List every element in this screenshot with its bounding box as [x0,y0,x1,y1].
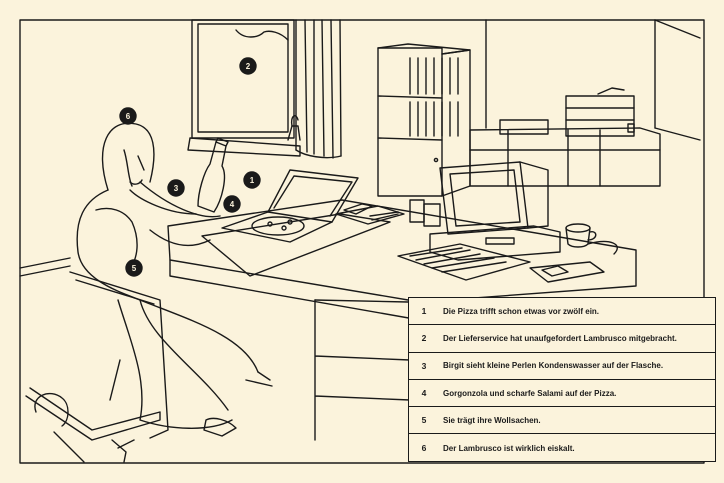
legend-table: 1 Die Pizza trifft schon etwas vor zwölf … [408,297,716,462]
legend-number: 6 [421,443,427,454]
legend-row: 4 Gorgonzola und scharfe Salami auf der P… [409,380,715,408]
legend-text: Der Lambrusco ist wirklich eiskalt. [443,443,575,453]
legend-text: Gorgonzola und scharfe Salami auf der Pi… [443,388,617,398]
legend-row: 1 Die Pizza trifft schon etwas vor zwölf … [409,298,715,326]
legend-number: 4 [421,388,427,399]
legend-number: 1 [421,306,427,317]
person [76,122,273,437]
legend-row: 3 Birgit sieht kleine Perlen Kondenswasse… [409,353,715,380]
legend-row: 6 Der Lambrusco ist wirklich eiskalt. [409,434,715,461]
legend-row: 2 Der Lieferservice hat unaufgefordert La… [409,325,715,353]
coffee-cup [565,223,618,255]
marker-badge-label: 4 [230,200,235,209]
wine-bottle [197,137,229,213]
marker-badge-label: 3 [174,184,179,193]
legend-number: 3 [421,360,427,371]
legend-text: Birgit sieht kleine Perlen Kondenswasser… [443,361,664,371]
marker-badge-4: 4 [223,195,241,213]
legend-row: 5 Sie trägt ihre Wollsachen. [409,407,715,435]
legend-number: 5 [421,415,427,426]
room [19,19,701,277]
marker-badge-label: 2 [246,62,251,71]
marker-badge-label: 1 [250,176,255,185]
marker-badges: 1 2 3 4 5 6 [119,57,261,277]
floor-objects [34,393,135,463]
marker-badge-label: 6 [126,112,131,121]
marker-badge-3: 3 [167,179,185,197]
legend-number: 2 [421,333,427,344]
window [187,19,342,159]
legend-text: Die Pizza trifft schon etwas vor zwölf e… [443,306,600,316]
legend-text: Der Lieferservice hat unaufgefordert Lam… [443,333,677,343]
bookshelf [377,43,471,197]
chair [25,271,169,463]
marker-badge-label: 5 [132,264,137,273]
computer [397,161,561,281]
mouse [529,261,605,283]
marker-badge-5: 5 [125,259,143,277]
pizza-box [221,169,359,243]
telephone [335,203,405,225]
marker-badge-2: 2 [239,57,257,75]
marker-badge-6: 6 [119,107,137,125]
frame [19,19,705,464]
marker-badge-1: 1 [243,171,261,189]
back-cabinet [469,87,661,187]
legend-text: Sie trägt ihre Wollsachen. [443,415,541,425]
